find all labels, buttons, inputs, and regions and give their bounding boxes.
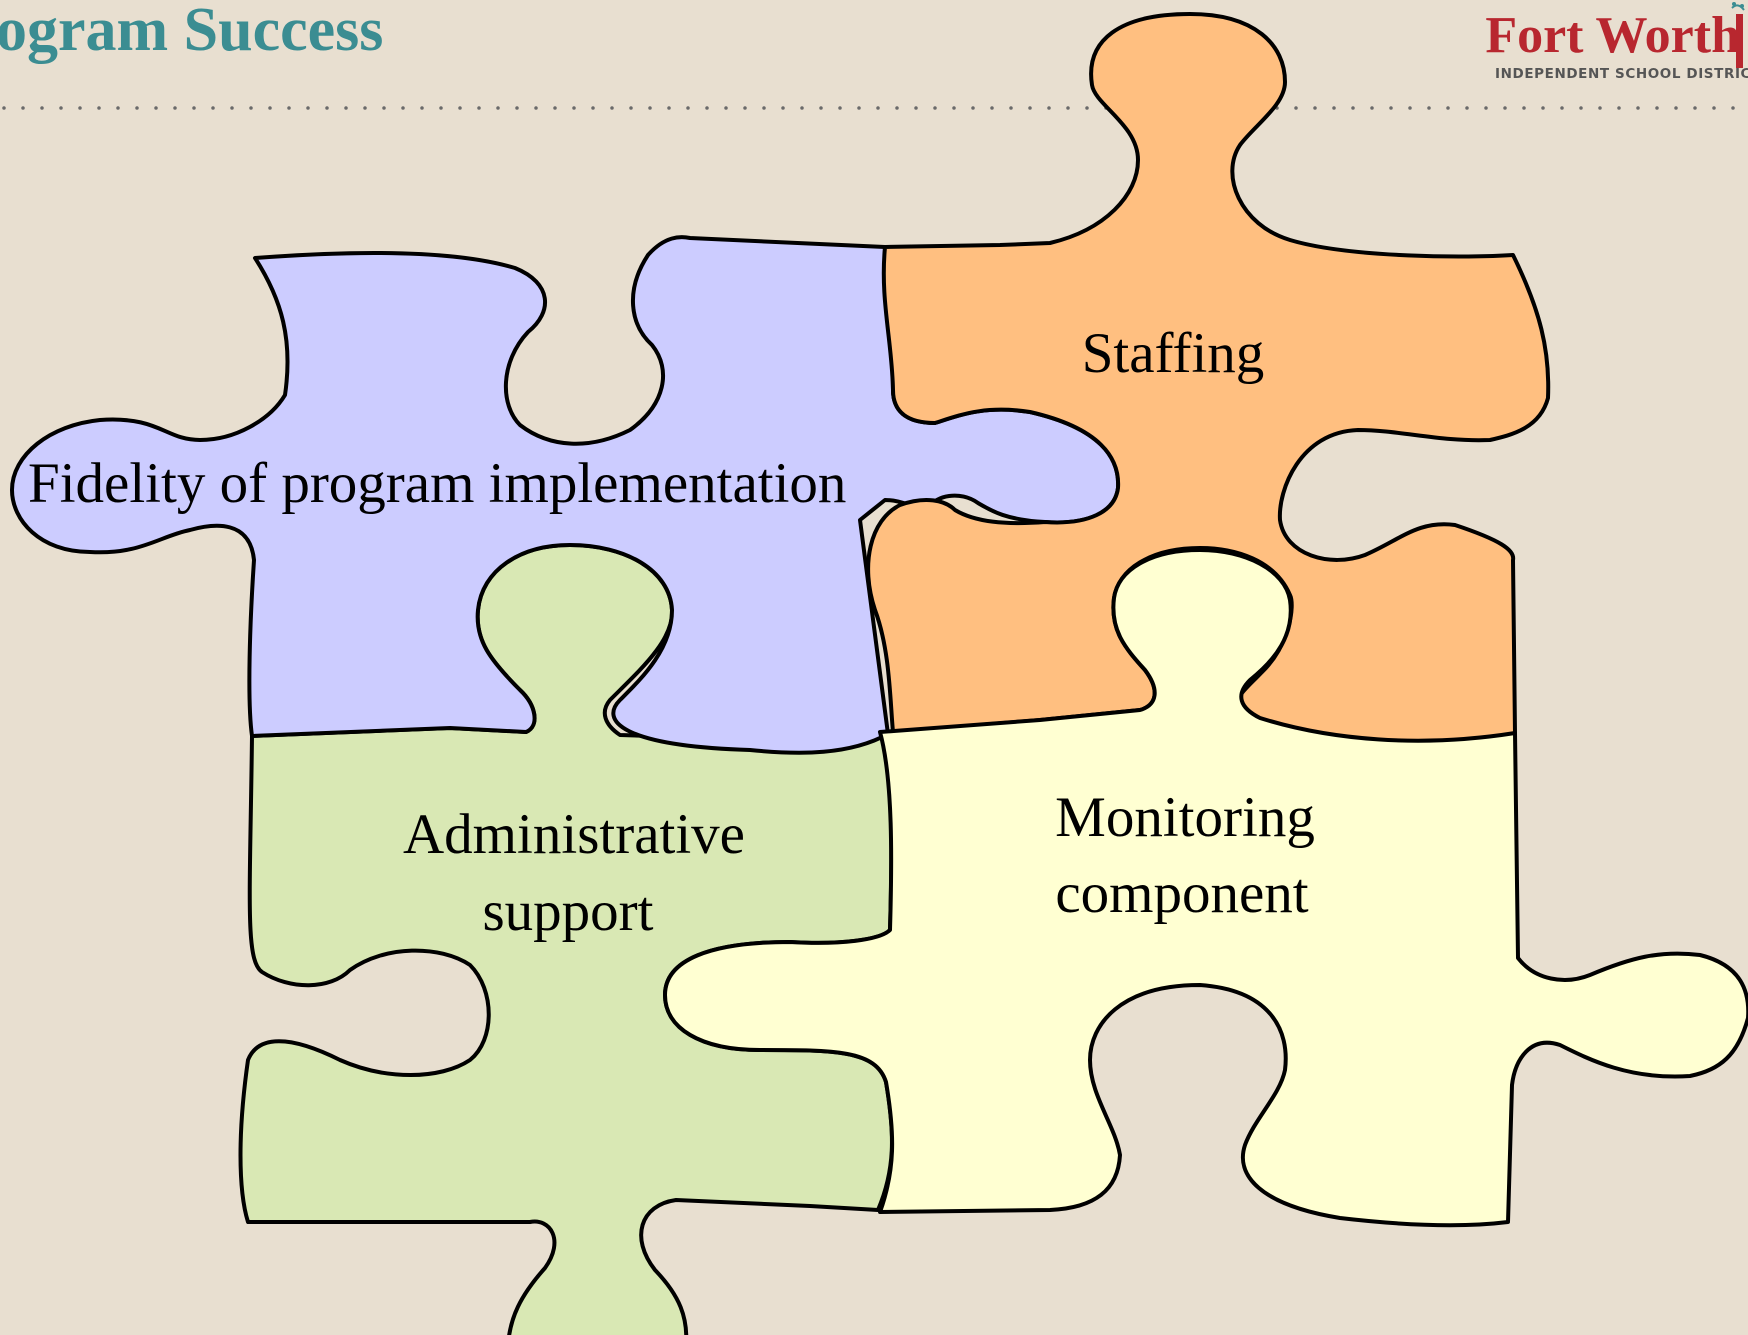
- label-administrative-line1: Administrative: [403, 803, 745, 866]
- slide-title: ogram Success: [0, 0, 384, 64]
- district-logo: Fort Worth INDEPENDENT SCHOOL DISTRIC: [1480, 2, 1748, 96]
- logo-subtitle: INDEPENDENT SCHOOL DISTRIC: [1495, 66, 1748, 82]
- leaf-icon: [1731, 2, 1745, 68]
- logo-name: Fort Worth: [1485, 7, 1740, 64]
- puzzle-piece-fidelity: [10, 235, 1121, 755]
- label-monitoring-line1: Monitoring: [1055, 786, 1315, 849]
- label-fidelity: Fidelity of program implementation: [28, 452, 846, 515]
- label-monitoring-line2: component: [1055, 862, 1308, 925]
- label-staffing: Staffing: [1082, 322, 1265, 385]
- label-administrative-line2: support: [483, 880, 654, 943]
- puzzle-piece-monitoring: [663, 548, 1748, 1228]
